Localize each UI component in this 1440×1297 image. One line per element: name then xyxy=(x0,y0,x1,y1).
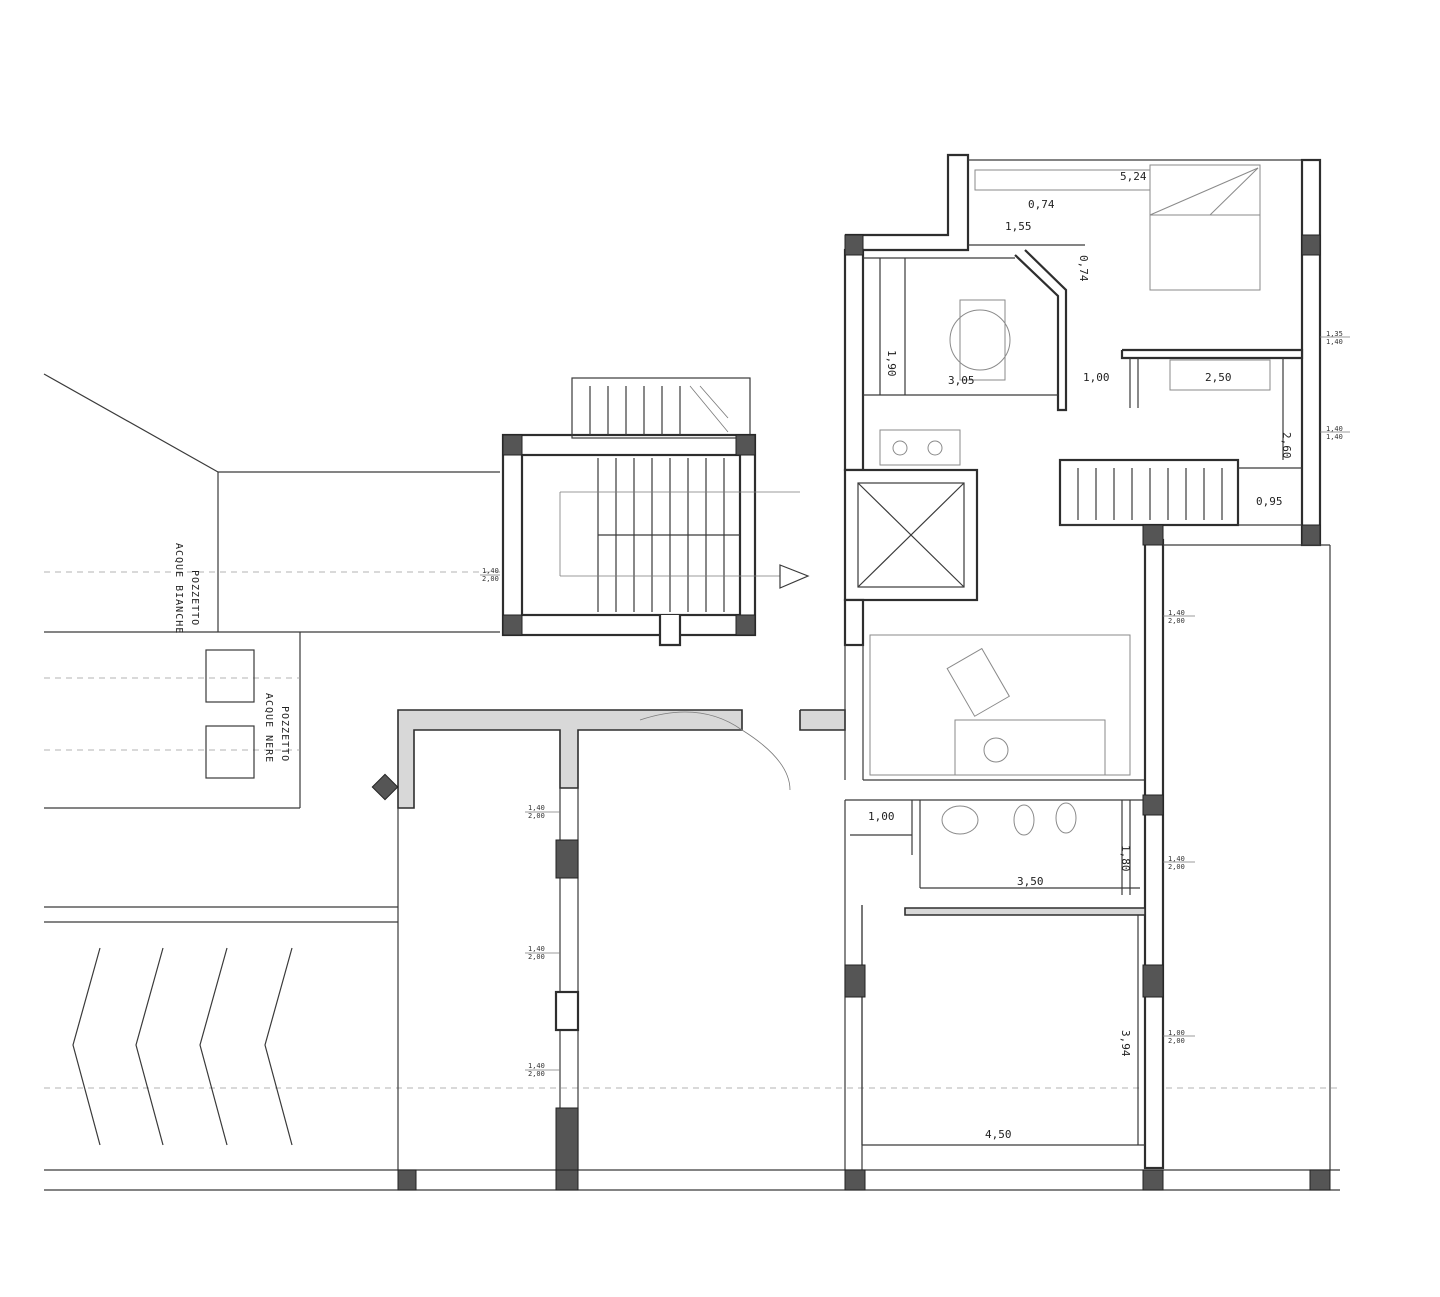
dim-2-50: 2,50 xyxy=(1205,371,1232,384)
furniture xyxy=(869,164,1271,836)
dim-1-80: 1,80 xyxy=(1119,845,1132,872)
apartment-walls xyxy=(397,153,1331,1191)
dim-0-74-vertical: 0,74 xyxy=(1077,255,1090,282)
window-markers xyxy=(480,336,1350,1071)
dim-1-00-corridor: 1,00 xyxy=(1083,371,1110,384)
dim-1-00-bath: 1,00 xyxy=(868,810,895,823)
apartment-stairs xyxy=(1077,468,1223,520)
manhole-bianche-title: POZZETTO xyxy=(189,570,200,626)
exterior-area xyxy=(43,373,1340,1191)
dim-3-05: 3,05 xyxy=(948,374,975,387)
manhole-acque-bianche: POZZETTO ACQUE BIANCHE xyxy=(173,543,255,703)
dim-4-50: 4,50 xyxy=(985,1128,1012,1141)
dim-0-74-top: 0,74 xyxy=(1028,198,1055,211)
dim-5-24: 5,24 xyxy=(1120,170,1147,183)
ramp-chevrons xyxy=(72,947,293,1146)
manhole-nere-title: POZZETTO xyxy=(279,706,290,762)
dim-0-95: 0,95 xyxy=(1256,495,1283,508)
dimension-labels: 5,24 0,74 1,55 0,74 3,05 1,00 2,50 1,90 … xyxy=(868,170,1293,1141)
garage-walls xyxy=(371,709,863,1171)
stair-treads-main xyxy=(559,458,810,612)
manhole-acque-nere: POZZETTO ACQUE NERE xyxy=(205,693,290,779)
dim-1-55: 1,55 xyxy=(1005,220,1032,233)
stair-treads-top xyxy=(589,385,729,435)
dim-3-94: 3,94 xyxy=(1119,1030,1132,1057)
central-staircase xyxy=(501,377,810,647)
dim-1-90: 1,90 xyxy=(885,350,898,377)
dim-2-60: 2,60 xyxy=(1280,432,1293,459)
manhole-bianche-sub: ACQUE BIANCHE xyxy=(173,543,184,634)
dim-3-50: 3,50 xyxy=(1017,875,1044,888)
manhole-nere-sub: ACQUE NERE xyxy=(263,693,274,763)
